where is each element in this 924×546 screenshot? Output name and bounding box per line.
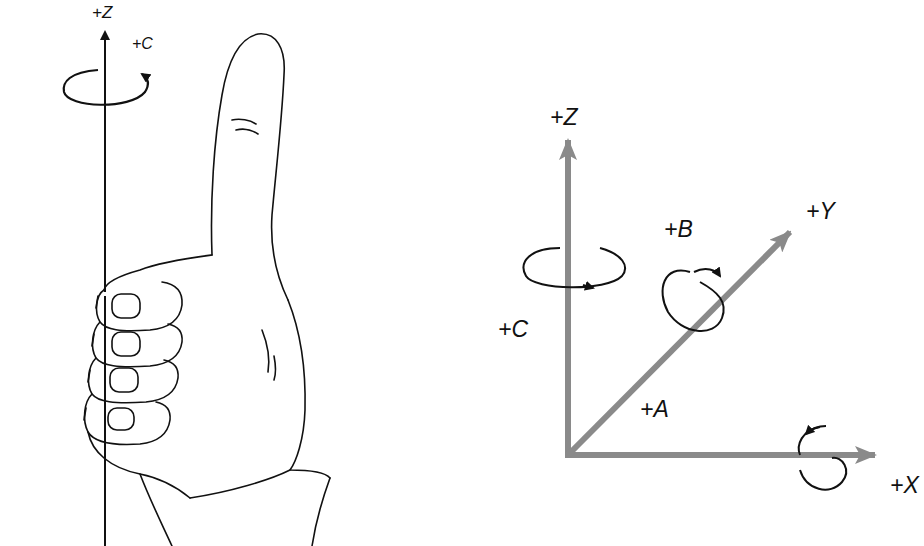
z-axis-lower [104, 296, 106, 546]
axis-label: +Z [92, 4, 112, 21]
axis-label: +B [664, 218, 693, 241]
axis-label: +Y [806, 200, 835, 223]
axis-label: +X [890, 474, 919, 497]
axis-label: +Z [550, 106, 577, 129]
axis-label: +C [132, 36, 153, 52]
rotation-arrow [64, 70, 148, 105]
rotation-arrows [524, 248, 847, 490]
axis-triad [565, 140, 875, 455]
z-axis-upper [104, 32, 106, 292]
hand-drawing [84, 34, 330, 546]
axis-label: +C [498, 318, 528, 341]
axis-label: +A [640, 398, 669, 421]
